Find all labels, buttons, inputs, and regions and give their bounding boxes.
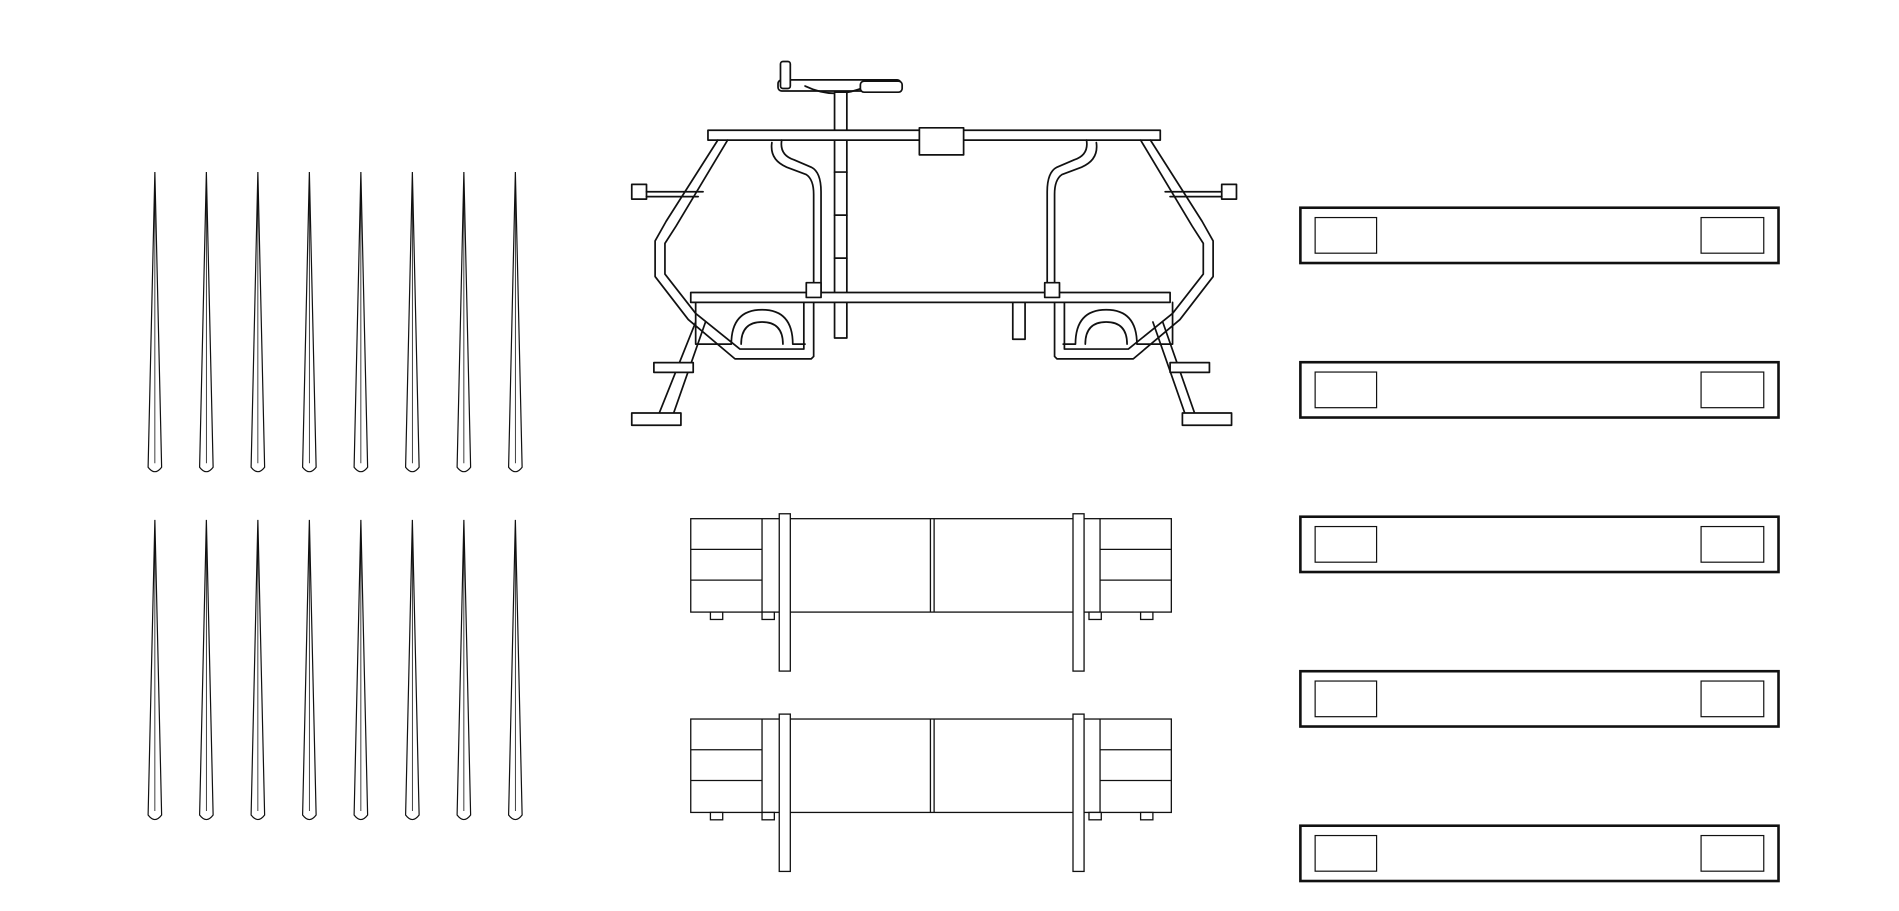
pedal-frame [630,60,1238,427]
spoke [353,519,369,821]
slat-board [1299,669,1780,728]
bench-rail [690,513,1172,672]
spoke [147,519,163,821]
spoke [404,519,420,821]
left-outer-tube [654,139,815,360]
left-housing [694,301,806,346]
spoke [199,172,214,473]
bench-rail [690,713,1172,873]
spoke [404,172,420,473]
right-outer-tube [1053,139,1214,360]
spoke-group [147,172,523,821]
spoke [301,519,317,821]
spoke [250,519,266,821]
mid-bar [689,291,1171,304]
handlebar [777,60,904,95]
top-clamp [918,126,965,156]
right-hook [1053,141,1098,299]
left-hook [770,141,815,299]
spoke [507,519,523,821]
slat-board [1299,360,1780,419]
rail-group [690,513,1172,873]
slat-board [1299,515,1780,574]
spoke [301,172,317,473]
spoke [353,172,369,473]
spoke [147,172,163,473]
spoke [507,172,523,473]
spoke [456,172,472,473]
slat-group [1299,206,1780,883]
right-housing [1062,301,1174,346]
slat-board [1299,206,1780,265]
spoke [250,172,266,473]
spoke [199,519,214,821]
slat-board [1299,824,1780,883]
spoke [456,519,472,821]
